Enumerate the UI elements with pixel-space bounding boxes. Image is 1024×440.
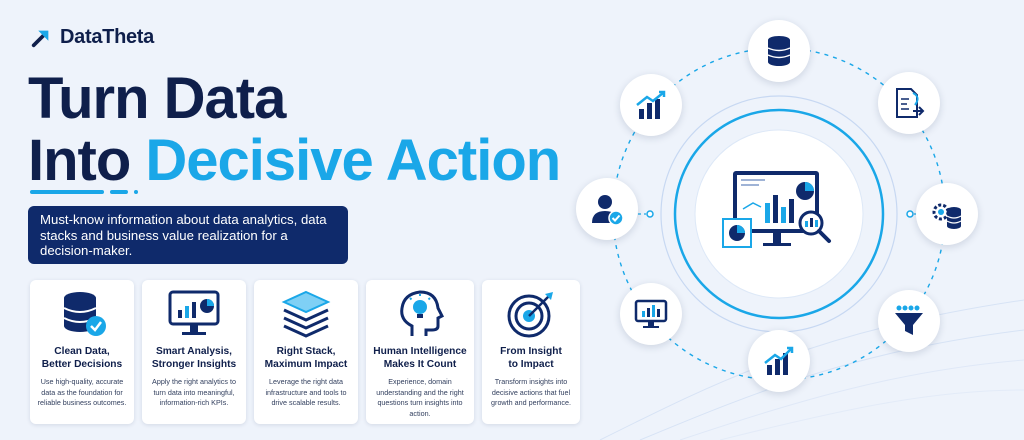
card-2-title-line-1: Smart Analysis, [155, 346, 233, 357]
headline-underline [30, 190, 138, 194]
node-gears-database [916, 183, 978, 245]
feature-card-clean-data: Clean Data,Better Decisions Use high-qua… [30, 280, 134, 424]
card-5-description: Transform insights into decisive actions… [491, 377, 571, 407]
dashboard-magnifier-icon [722, 171, 831, 248]
feature-card-right-stack: Right Stack,Maximum Impact Leverage the … [254, 280, 358, 424]
card-1-description: Use high-quality, accurate data as the f… [37, 377, 127, 407]
headline-highlight: Decisive Action [145, 128, 561, 193]
card-1-title-line-2: Better Decisions [41, 358, 123, 370]
user-check-icon [592, 195, 624, 226]
funnel-icon [895, 305, 923, 335]
monitor-chart-icon [634, 299, 668, 328]
feature-card-smart-analysis: Smart Analysis,Stronger Insights Apply t… [142, 280, 246, 424]
tagline-box: Must-know information about data analyti… [28, 206, 348, 264]
node-user-check [576, 178, 638, 240]
card-2-description: Apply the right analytics to turn data i… [152, 377, 236, 407]
growth-chart-icon [764, 346, 794, 375]
card-5-title-line-1: From Insight [500, 346, 562, 357]
card-4-title-line-1: Human Intelligence [373, 346, 467, 357]
brand-name: DataTheta [60, 26, 154, 48]
node-document-flow [878, 72, 940, 134]
arrow-logo-icon [31, 30, 49, 47]
card-2-title-line-2: Stronger Insights [151, 358, 237, 370]
gears-database-icon [932, 203, 962, 229]
target-arrow-icon [507, 292, 553, 338]
brand-logo[interactable]: DataTheta [30, 26, 154, 49]
card-5-title-line-2: to Impact [508, 358, 554, 370]
card-3-description: Leverage the right data infrastructure a… [265, 377, 347, 407]
card-4-title-line-2: Makes It Count [383, 358, 457, 370]
card-3-title-line-1: Right Stack, [276, 346, 336, 357]
database-icon [767, 36, 791, 66]
head-lightbulb-icon [400, 290, 445, 336]
layers-stack-icon [281, 290, 331, 338]
card-1-title-line-1: Clean Data, [54, 346, 110, 357]
node-growth-chart [748, 330, 810, 392]
node-bar-chart-up [620, 74, 682, 136]
data-cycle-diagram [560, 0, 1024, 440]
document-flow-icon [896, 88, 925, 118]
headline-line-2-start: Into [28, 128, 146, 193]
headline-line-2: Into Decisive Action [28, 128, 561, 193]
node-funnel [878, 290, 940, 352]
bar-chart-up-icon [636, 90, 666, 119]
central-dashboard [719, 165, 839, 265]
monitor-chart-icon [168, 290, 220, 335]
database-check-icon [63, 292, 106, 336]
node-database [748, 20, 810, 82]
node-monitor-chart [620, 283, 682, 345]
card-3-title-line-2: Maximum Impact [264, 358, 348, 370]
headline: Turn Data Into Decisive Action [28, 66, 561, 193]
card-4-description: Experience, domain understanding and the… [376, 377, 464, 418]
headline-line-1: Turn Data [28, 66, 286, 131]
feature-cards: Clean Data,Better Decisions Use high-qua… [30, 280, 580, 424]
